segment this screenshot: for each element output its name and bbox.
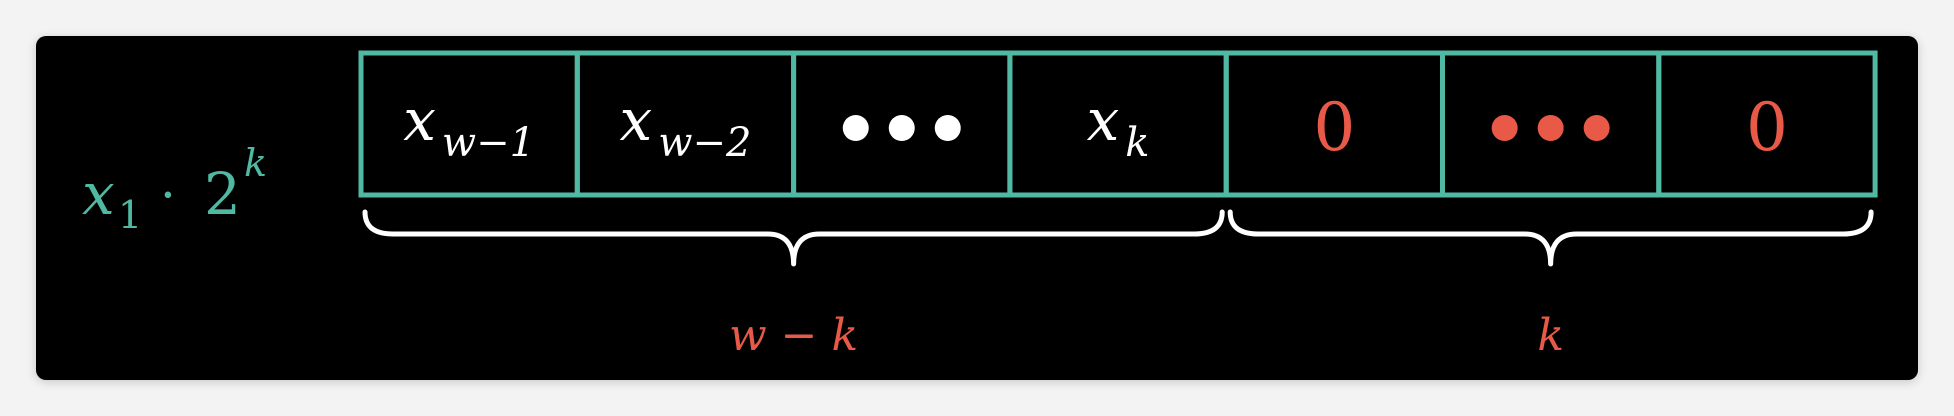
bit-variable-main: x bbox=[403, 86, 436, 154]
bit-cell: 0 bbox=[1223, 50, 1445, 198]
ellipsis-dot bbox=[1537, 115, 1564, 141]
ellipsis-dot bbox=[842, 115, 869, 141]
group-brace: w − k bbox=[362, 209, 1225, 361]
expr-base-var: x bbox=[82, 160, 115, 228]
curly-brace-shape bbox=[362, 209, 1225, 267]
brace-label: w − k bbox=[729, 310, 858, 361]
expr-base-sub: 1 bbox=[118, 193, 142, 237]
bit-variable-main: x bbox=[619, 86, 652, 154]
expr-number: 2 bbox=[204, 160, 241, 228]
bit-variable-sub: w−1 bbox=[442, 120, 535, 166]
bit-cell bbox=[1440, 50, 1662, 198]
bit-variable-sub: k bbox=[1125, 120, 1149, 166]
bit-cell bbox=[791, 50, 1013, 198]
bit-cell-border bbox=[1656, 50, 1878, 198]
curly-brace-shape bbox=[1227, 209, 1874, 267]
bit-digit: 0 bbox=[1313, 89, 1355, 166]
expression-label: x 1 · 2 k bbox=[82, 141, 267, 237]
bit-digit: 0 bbox=[1746, 89, 1788, 166]
ellipsis-dot bbox=[1491, 115, 1518, 141]
bit-cell: 0 bbox=[1656, 50, 1878, 198]
expr-operator: · bbox=[160, 166, 176, 224]
ellipsis-dot bbox=[888, 115, 915, 141]
ellipsis-dot bbox=[1583, 115, 1610, 141]
bit-variable-sub: w−2 bbox=[658, 120, 751, 166]
bit-variable-main: x bbox=[1087, 86, 1120, 154]
group-brace: k bbox=[1227, 209, 1874, 361]
ellipsis-dot bbox=[934, 115, 961, 141]
brace-label: k bbox=[1537, 310, 1564, 361]
expr-exponent: k bbox=[244, 141, 267, 185]
